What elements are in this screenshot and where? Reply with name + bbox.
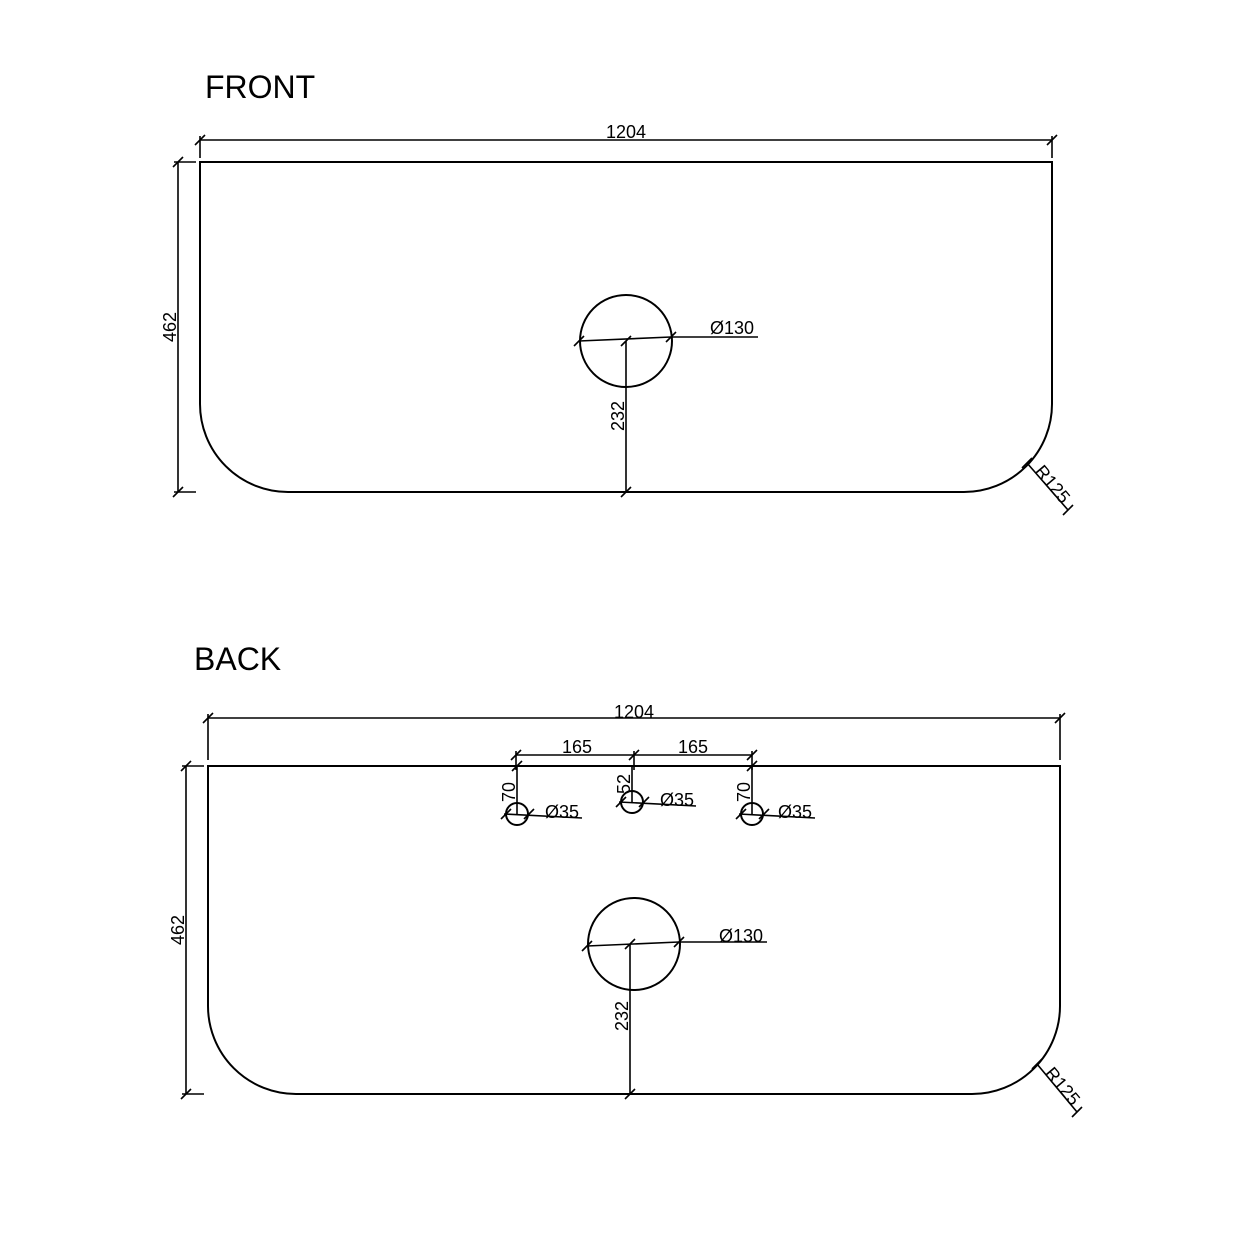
front-width-label: 1204 [606,122,646,142]
front-height-label: 462 [160,312,180,342]
back-tap-center-dimensions: 52 Ø35 [614,766,697,810]
back-hole-label: Ø130 [719,926,763,946]
back-radius-label: R125 [1041,1063,1084,1109]
back-width-dimension: 1204 [202,702,1066,760]
back-tap-left-offset-label: 70 [499,782,519,802]
front-title: FRONT [205,69,315,105]
back-tap-left-label: Ø35 [545,802,579,822]
front-outline [199,161,1053,493]
back-spacing-left-label: 165 [562,737,592,757]
back-tap-spacing-dimension: 165 165 [510,737,758,770]
back-spacing-right-label: 165 [678,737,708,757]
front-radius-label: R125 [1031,461,1074,507]
back-height-label: 462 [168,915,188,945]
front-radius-dimension: R125 [1021,457,1074,516]
back-hole-offset-dimension: 232 [612,938,636,1100]
back-hole-diameter-dimension: Ø130 [581,926,767,952]
back-tap-center-label: Ø35 [660,790,694,810]
back-outline [207,765,1061,1095]
back-tap-center-offset-label: 52 [614,774,634,794]
back-title: BACK [194,641,281,677]
front-view: FRONT 1204 462 Ø130 [160,69,1074,516]
front-width-dimension: 1204 [194,122,1058,158]
front-hole-offset-label: 232 [608,401,628,431]
back-hole-offset-label: 232 [612,1001,632,1031]
front-hole-diameter-dimension: Ø130 [573,318,758,347]
front-hole-label: Ø130 [710,318,754,338]
back-tap-right-label: Ø35 [778,802,812,822]
back-width-label: 1204 [614,702,654,722]
back-tap-left-dimensions: 70 Ø35 [499,760,583,822]
back-view: BACK 1204 462 [168,641,1084,1118]
back-radius-dimension: R125 [1031,1058,1084,1118]
back-tap-right-dimensions: 70 Ø35 [734,760,816,822]
back-tap-right-offset-label: 70 [734,782,754,802]
back-height-dimension: 462 [168,760,204,1100]
front-hole-offset-dimension: 232 [608,335,632,498]
front-height-dimension: 462 [160,156,196,498]
